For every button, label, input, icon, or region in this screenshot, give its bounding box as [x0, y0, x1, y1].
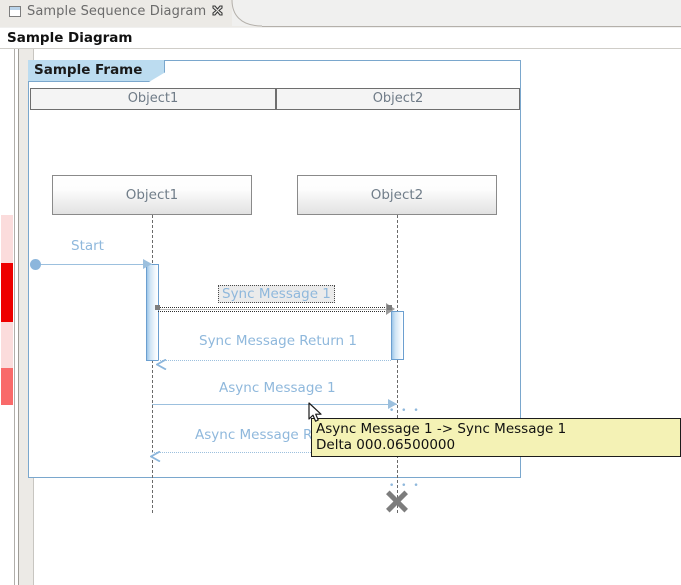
tab-label: Sample Sequence Diagram — [27, 4, 207, 19]
selection-dots-destroy: • • • — [389, 481, 421, 491]
tooltip-line-1: Async Message 1 -> Sync Message 1 — [316, 421, 567, 437]
message-sync-1-line[interactable] — [158, 307, 391, 312]
destruction-marker[interactable] — [384, 488, 410, 514]
object-header-bar-2[interactable]: Object2 — [276, 88, 520, 110]
page-title: Sample Diagram — [7, 30, 133, 46]
selection-handle-right[interactable] — [387, 305, 392, 310]
message-sync-1-dots-top — [158, 307, 391, 308]
marker-light-2[interactable] — [1, 322, 13, 368]
message-sync-1-dots-bot — [158, 311, 391, 312]
diagram-file-icon — [9, 6, 21, 17]
marker-light-1[interactable] — [1, 215, 13, 263]
message-async-1-arrowhead — [388, 399, 397, 409]
message-sync-1-core — [158, 309, 391, 310]
lifeline-2 — [397, 215, 398, 513]
tooltip-line-2: Delta 000.06500000 — [316, 437, 456, 453]
close-icon[interactable] — [211, 5, 224, 18]
annotation-marker-ruler[interactable] — [0, 49, 19, 585]
marker-error[interactable] — [1, 263, 13, 322]
diagram-title-bar: Sample Diagram — [0, 28, 681, 49]
message-sync-return-1-arrowhead — [155, 355, 167, 371]
tab-sample-sequence-diagram[interactable] — [0, 0, 232, 27]
object-box-1[interactable]: Object1 — [52, 175, 252, 215]
message-async-1-line[interactable] — [152, 404, 397, 405]
marker-warning[interactable] — [1, 368, 13, 405]
lifeline-1 — [152, 215, 153, 513]
tab-strip-baseline — [260, 26, 681, 27]
marker-ruler-track — [14, 49, 15, 585]
message-async-1-label[interactable]: Async Message 1 — [219, 380, 336, 396]
message-async-return-1-arrowhead — [149, 447, 161, 463]
sequence-frame[interactable] — [28, 60, 521, 478]
start-origin-dot — [30, 259, 41, 270]
object-header-bar-1[interactable]: Object1 — [30, 88, 276, 110]
message-start-label[interactable]: Start — [71, 238, 104, 254]
title-divider — [0, 48, 681, 49]
message-async-return-1-line[interactable] — [152, 452, 397, 453]
message-sync-return-1-label[interactable]: Sync Message Return 1 — [199, 333, 357, 349]
frame-label[interactable]: Sample Frame — [28, 60, 166, 82]
message-sync-1-label[interactable]: Sync Message 1 — [218, 285, 335, 303]
message-start-line[interactable] — [35, 264, 152, 265]
editor-tab-strip: Sample Sequence Diagram — [0, 0, 681, 28]
selection-handle-left[interactable] — [155, 305, 160, 310]
message-start-arrowhead — [143, 259, 152, 269]
selection-dots-async: • • • — [389, 406, 421, 416]
mouse-cursor — [308, 402, 324, 426]
message-tooltip: Async Message 1 -> Sync Message 1 Delta … — [311, 418, 681, 457]
activation-object2[interactable] — [391, 311, 404, 360]
activation-object1[interactable] — [146, 264, 159, 361]
message-sync-return-1-line[interactable] — [158, 360, 391, 361]
object-box-2[interactable]: Object2 — [297, 175, 497, 215]
